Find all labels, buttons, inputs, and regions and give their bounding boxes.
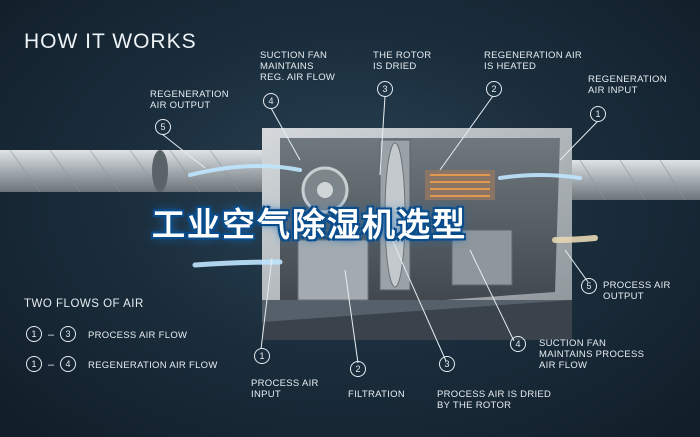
callout-suction-fan-process: SUCTION FAN MAINTAINS PROCESS AIR FLOW	[539, 338, 645, 371]
callout-number: 4	[510, 336, 526, 352]
legend-title: TWO FLOWS OF AIR	[24, 298, 144, 310]
callout-filtration: FILTRATION	[348, 389, 406, 400]
legend-from-number: 1	[26, 326, 42, 342]
callout-regeneration-air-input: REGENERATION AIR INPUT	[588, 74, 667, 96]
legend-from-number: 1	[26, 356, 42, 372]
callout-number: 5	[155, 119, 171, 135]
callout-process-air-dried: PROCESS AIR IS DRIED BY THE ROTOR	[437, 389, 552, 411]
legend-to-number: 3	[60, 326, 76, 342]
callout-number: 3	[439, 356, 455, 372]
callout-process-air-input: PROCESS AIR INPUT	[251, 378, 319, 400]
dehumidifier-cabinet	[262, 128, 572, 340]
legend-dash: –	[48, 359, 55, 371]
callout-number: 3	[377, 81, 393, 97]
callout-number: 2	[486, 81, 502, 97]
callout-number: 2	[350, 361, 366, 377]
regeneration-input-duct	[560, 159, 700, 201]
callout-suction-fan-regeneration: SUCTION FAN MAINTAINS REG. AIR FLOW	[260, 50, 336, 83]
legend-to-number: 4	[60, 356, 76, 372]
callout-regeneration-heated: REGENERATION AIR IS HEATED	[484, 50, 583, 72]
callout-number: 1	[590, 106, 606, 122]
legend-label: PROCESS AIR FLOW	[88, 330, 188, 341]
callout-number: 5	[581, 278, 597, 294]
legend-dash: –	[48, 329, 55, 341]
callout-regeneration-air-output: REGENERATION AIR OUTPUT	[150, 89, 229, 111]
legend-label: REGENERATION AIR FLOW	[88, 360, 218, 371]
callout-leader-lines	[161, 95, 598, 364]
regeneration-output-duct	[0, 149, 300, 193]
callout-number: 1	[254, 348, 270, 364]
page-title: HOW IT WORKS	[24, 30, 197, 53]
callout-number: 4	[263, 93, 279, 109]
watermark-text: 工业空气除湿机选型	[152, 205, 467, 244]
callout-process-air-output: PROCESS AIR OUTPUT	[603, 280, 671, 302]
callout-rotor-dried: THE ROTOR IS DRIED	[373, 50, 432, 72]
